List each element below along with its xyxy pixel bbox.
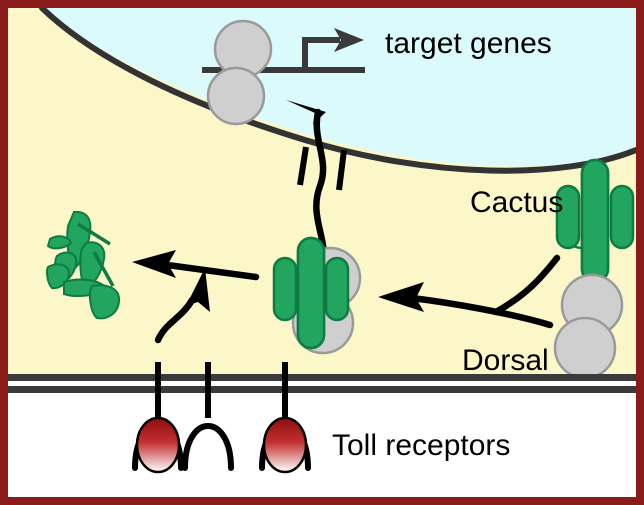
toll-signal-arrowhead-icon [186,268,210,312]
toll-receptor-1 [132,362,184,474]
plasma-membrane-outer-leaflet [8,374,636,381]
toll-receptor-3-ligand [262,416,308,474]
nuclear-dorsal-subunit-lower [206,66,266,126]
target-genes-label: target genes [385,27,552,60]
nuclear-import-arrowhead-icon [286,100,326,124]
cactus-dorsal-complex [272,236,362,355]
nuclear-pore-bar-right [336,149,347,191]
dorsal-association-line [408,294,554,329]
promoter-bent-line [302,37,340,70]
free-dorsal-subunit-lower [553,316,617,374]
toll-receptors-label: Toll receptors [332,429,510,462]
nuclear-envelope [39,8,636,174]
toll-receptor-2-ectodomain [182,423,234,471]
dorsal-label: Dorsal [462,344,549,377]
toll-receptor-2 [182,362,234,471]
association-arrowhead-icon [378,282,424,312]
degradation-arrow-line [156,260,260,281]
degraded-cactus-fragments [46,210,121,320]
cactus-association-line [492,254,561,316]
nuclear-pore-bar-left [297,146,309,186]
free-cactus-protein [555,158,635,284]
cactus-label: Cactus [470,186,563,219]
degradation-arrowhead-icon [132,250,176,278]
plasma-membrane-gap [8,381,636,386]
nucleus-region [8,8,636,167]
complex-cactus-protein [272,236,350,350]
toll-receptor-3 [259,362,311,474]
toll-receptor-1-ligand [135,416,181,474]
transcription-arrow-icon [334,28,364,52]
plasma-membrane-inner-leaflet [8,386,636,393]
